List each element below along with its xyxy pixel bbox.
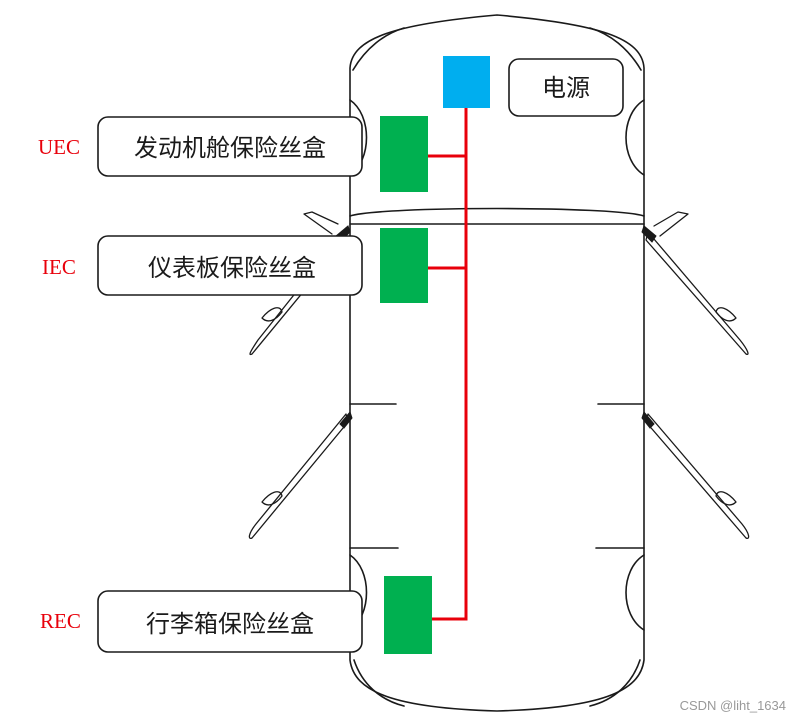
front-left-headlight xyxy=(352,27,405,71)
rear-right-hinge xyxy=(641,410,655,429)
rear-left-door-handle xyxy=(261,491,283,506)
rear-right-door xyxy=(645,413,750,540)
rec-fuse-box-label: 行李箱保险丝盒 xyxy=(146,610,314,638)
uec-label-group: UEC 发动机舱保险丝盒 xyxy=(38,116,363,177)
front-right-wheel-arch xyxy=(625,99,645,176)
rear-right-door-handle xyxy=(715,491,737,506)
front-right-headlight xyxy=(589,27,642,71)
power-label: 电源 xyxy=(542,74,590,102)
uec-fuse-block xyxy=(380,116,428,192)
door-hinges xyxy=(335,225,657,429)
front-left-door-glass xyxy=(303,211,339,235)
rear-left-light xyxy=(353,659,405,707)
rec-code-label: REC xyxy=(40,609,81,633)
uec-label-frame xyxy=(97,116,363,177)
iec-label-frame xyxy=(97,235,363,296)
iec-label-group: IEC 仪表板保险丝盒 xyxy=(42,235,363,296)
front-left-door-handle xyxy=(261,307,283,322)
power-wiring xyxy=(426,106,468,621)
rear-left-door xyxy=(248,413,349,540)
rear-left-hinge xyxy=(339,410,353,429)
uec-code-label: UEC xyxy=(38,135,80,159)
power-label-frame xyxy=(508,58,624,117)
front-right-door-handle xyxy=(715,307,737,322)
power-label-box: 电源 xyxy=(508,58,624,117)
rec-label-frame xyxy=(97,590,363,653)
rear-right-light xyxy=(589,659,641,707)
rec-label-group: REC 行李箱保险丝盒 xyxy=(40,590,363,653)
power-source-block xyxy=(443,56,490,108)
watermark: CSDN @liht_1634 xyxy=(680,698,786,713)
windshield-top xyxy=(349,207,645,217)
car-doors xyxy=(248,211,750,540)
front-right-door-glass xyxy=(653,211,689,237)
car-body-outline xyxy=(349,14,645,712)
car-body-shape xyxy=(349,14,645,712)
front-right-hinge xyxy=(641,225,657,243)
rear-right-wheel-arch xyxy=(625,554,645,631)
iec-fuse-block xyxy=(380,228,428,303)
iec-fuse-box-label: 仪表板保险丝盒 xyxy=(148,254,316,282)
front-left-door xyxy=(249,231,347,356)
uec-fuse-box-label: 发动机舱保险丝盒 xyxy=(134,134,326,162)
iec-code-label: IEC xyxy=(42,255,76,279)
rec-fuse-block xyxy=(384,576,432,654)
front-right-door xyxy=(645,231,749,356)
